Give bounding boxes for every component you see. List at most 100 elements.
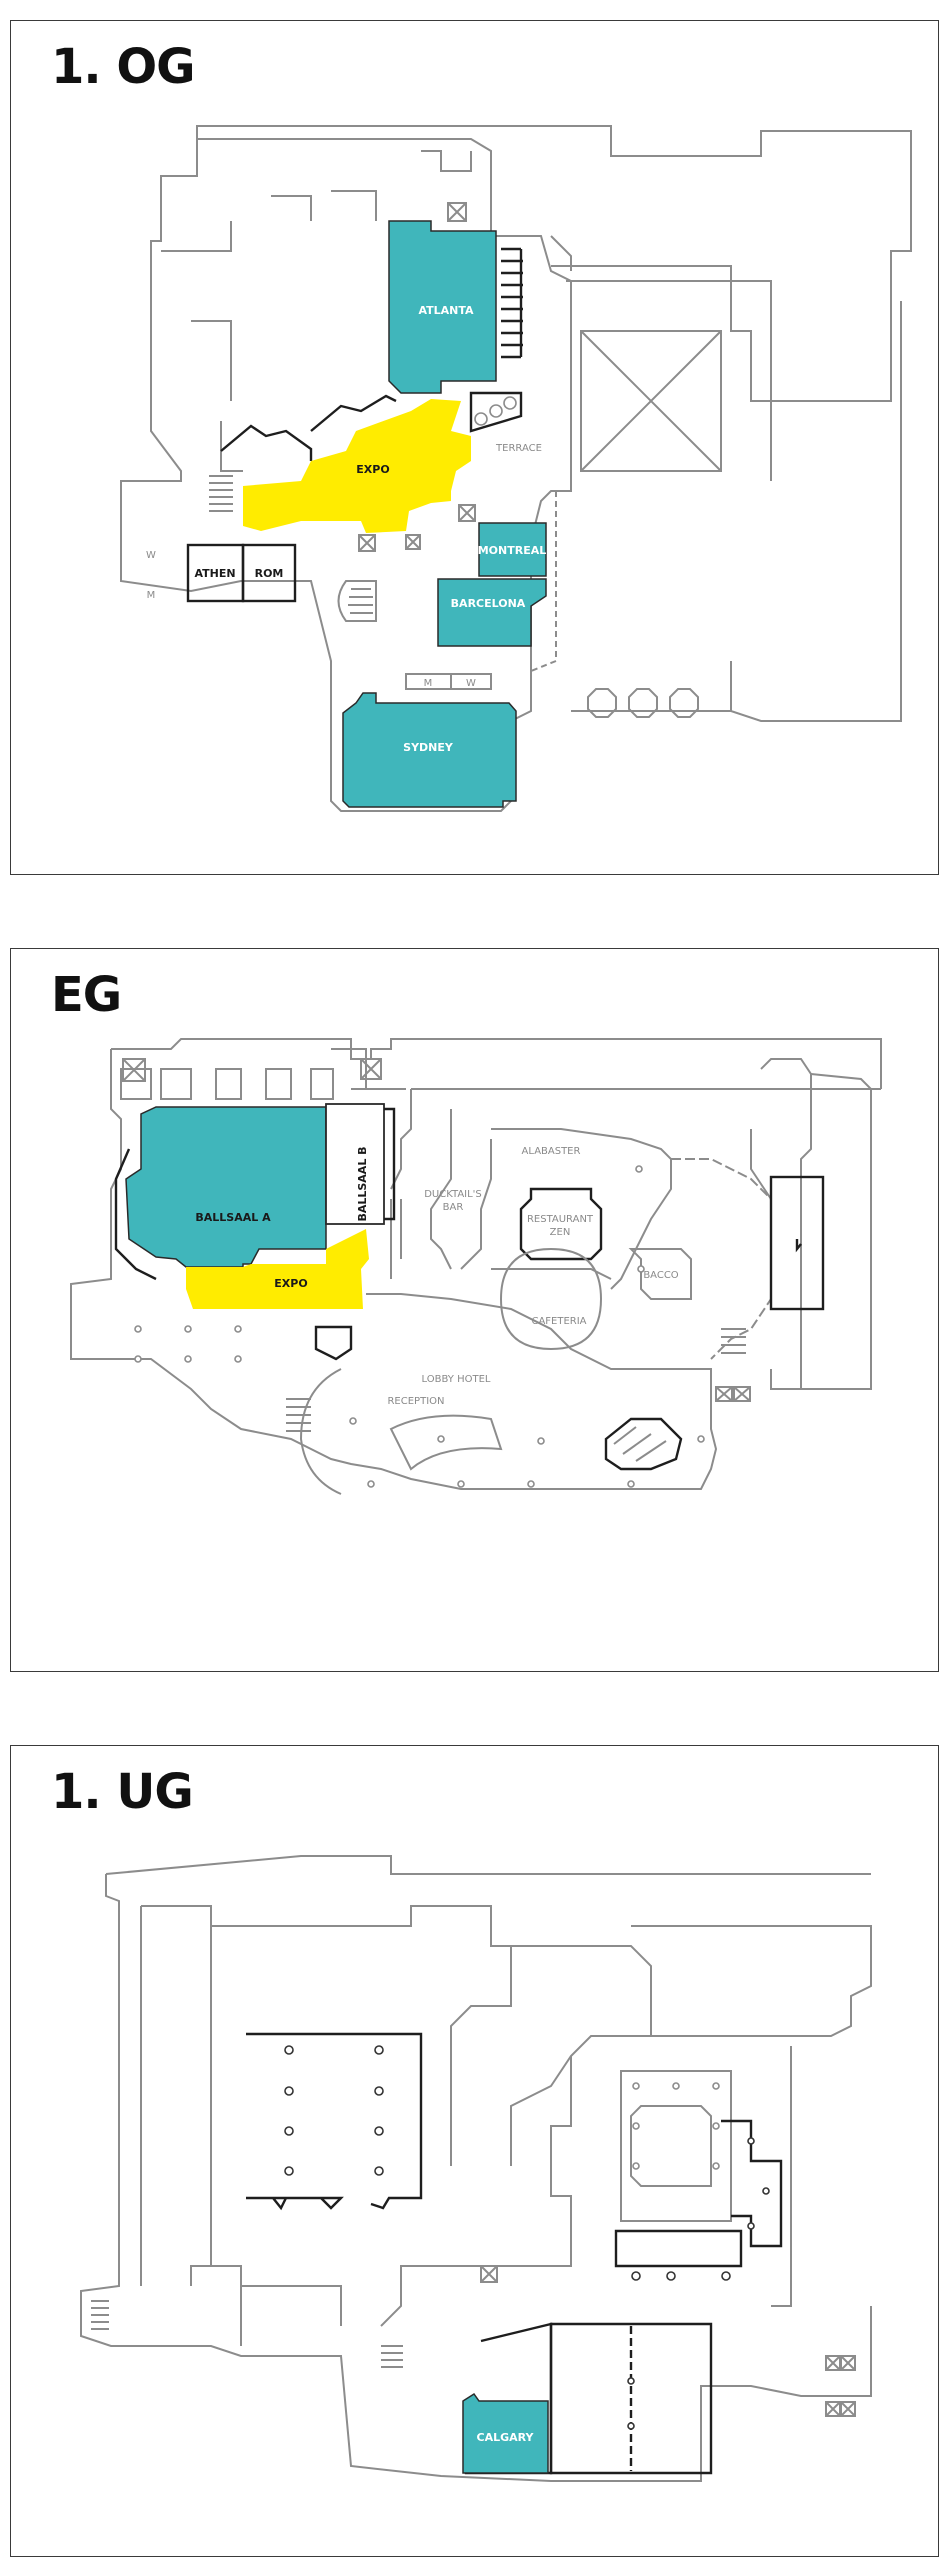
og-room-atlanta[interactable] [388,220,497,394]
eg-east-tower-1 [760,1058,812,1390]
ug-hall-col-1 [284,2045,294,2055]
og-building-outline [120,138,572,812]
ug-south-col-1 [627,2377,635,2385]
ug-grid-col-4 [632,2122,640,2130]
og-plan: ATLANTA EXPO TERRACE ATHEN ROM W M MONTR… [120,125,912,812]
floor-title-eg: EG [51,967,122,1023]
og-north-nook [421,150,472,172]
og-room-sydney[interactable] [342,692,517,808]
eg-lounge-bowl [604,1417,683,1471]
og-terrace-boundary [530,491,557,672]
ug-hall-col-6 [374,2126,384,2136]
eg-col-14 [627,1480,635,1488]
eg-marker-n [360,1058,382,1080]
eg-col-7 [349,1417,357,1425]
eg-label-zen-2: ZEN [550,1227,571,1238]
og-pod-1 [474,412,488,426]
ug-center-east [510,1945,652,2166]
eg-east-tower-2 [801,1073,872,1390]
og-label-expo: EXPO [356,463,389,476]
floor-title-og: 1. OG [51,39,196,95]
ug-hall-col-7 [284,2166,294,2176]
ug-stairs-west [91,2300,109,2330]
eg-label-ballsaal-a: BALLSAAL A [195,1211,271,1224]
og-label-w2: W [466,678,476,689]
eg-room-ballsaal-a[interactable] [125,1106,327,1268]
eg-room-cafeteria[interactable] [499,1247,603,1351]
og-north-rooms [271,190,377,221]
eg-south-outline [70,1049,718,1490]
og-east-wing [196,125,912,402]
eg-col-6 [234,1355,242,1363]
floor-plan-eg: EG RESTAURANT ZEN DUCKTAIL'S BAR ALABAST… [10,948,939,1672]
ug-marker-5 [840,2401,856,2417]
eg-marker-1-x [715,1386,733,1402]
ug-marker-5-x [840,2401,856,2417]
ug-room-calgary[interactable] [462,2392,549,2474]
eg-marker-n-x [360,1058,382,1080]
og-label-terrace: TERRACE [495,443,542,454]
og-stairs-west [209,475,233,512]
ug-hall-col-8 [374,2166,384,2176]
og-label-atlanta: ATLANTA [418,304,474,317]
eg-label-reception: RECEPTION [387,1396,444,1407]
eg-col-5 [184,1355,192,1363]
eg-label-ducktails-2: BAR [443,1202,464,1213]
ug-mid-east [380,2056,572,2327]
eg-room-bacco[interactable] [628,1248,692,1300]
og-label-m2: M [424,678,433,689]
og-label-montreal: MONTREAL [478,544,547,557]
eg-west-edge [114,1148,157,1281]
og-marker-mid-1 [458,504,476,522]
ug-marker-1 [480,2265,498,2283]
eg-marker-nw [122,1058,146,1082]
ug-bar-col-2 [666,2271,676,2281]
og-marker-north [447,202,467,222]
og-marker-mid-3 [405,534,421,550]
ug-marker-3-x [840,2355,856,2371]
og-marker-mid-2-x [358,534,376,552]
og-atrium-cross [580,330,722,472]
eg-col-9 [537,1437,545,1445]
og-octagon-3 [669,688,699,718]
eg-room-zen[interactable] [519,1187,603,1261]
eg-col-13 [527,1480,535,1488]
eg-stairs-lobby [286,1398,311,1432]
eg-area-expo[interactable] [186,1229,369,1309]
ug-south-west [211,2265,342,2346]
og-marker-mid-3-x [405,534,421,550]
og-label-rom: ROM [255,567,284,580]
ug-black-col-1 [747,2137,755,2145]
ug-main-hall[interactable] [246,2032,423,2211]
og-label-sydney: SYDNEY [403,741,454,754]
og-area-expo[interactable] [243,399,471,533]
eg-room-ballsaal-b[interactable] [325,1103,385,1225]
og-pod-3 [503,396,517,410]
og-pod-frame [469,391,523,433]
eg-col-8 [437,1435,445,1443]
ug-east-room-inner [630,2105,712,2187]
og-stairs-east [501,247,523,359]
ug-east-room-grid [620,2070,732,2222]
og-room-montreal[interactable] [478,522,547,577]
eg-ballsaal-b-ledge [384,1107,396,1221]
eg-east-room-marker [795,1239,802,1253]
eg-label-cafeteria: CAFETERIA [531,1316,586,1327]
ug-hall-col-2 [374,2045,384,2055]
eg-east-link [750,1129,772,1200]
eg-col-11 [367,1480,375,1488]
og-atrium-square [580,330,722,472]
floor-title-ug: 1. UG [51,1764,194,1820]
og-room-barcelona[interactable] [437,578,547,647]
og-lounge-edge-1 [220,424,313,461]
ug-black-col-3 [747,2222,755,2230]
eg-label-expo: EXPO [274,1277,307,1290]
ug-east-block [631,1925,872,2037]
og-pod-2 [489,404,503,418]
ug-center-north [211,1905,512,2166]
ug-plan: CALGARY [80,1855,872,2482]
og-lounge-edge-2 [310,394,397,432]
og-room-rom[interactable] [241,543,297,603]
eg-col-16 [635,1165,643,1173]
eg-east-room-black [769,1175,825,1311]
